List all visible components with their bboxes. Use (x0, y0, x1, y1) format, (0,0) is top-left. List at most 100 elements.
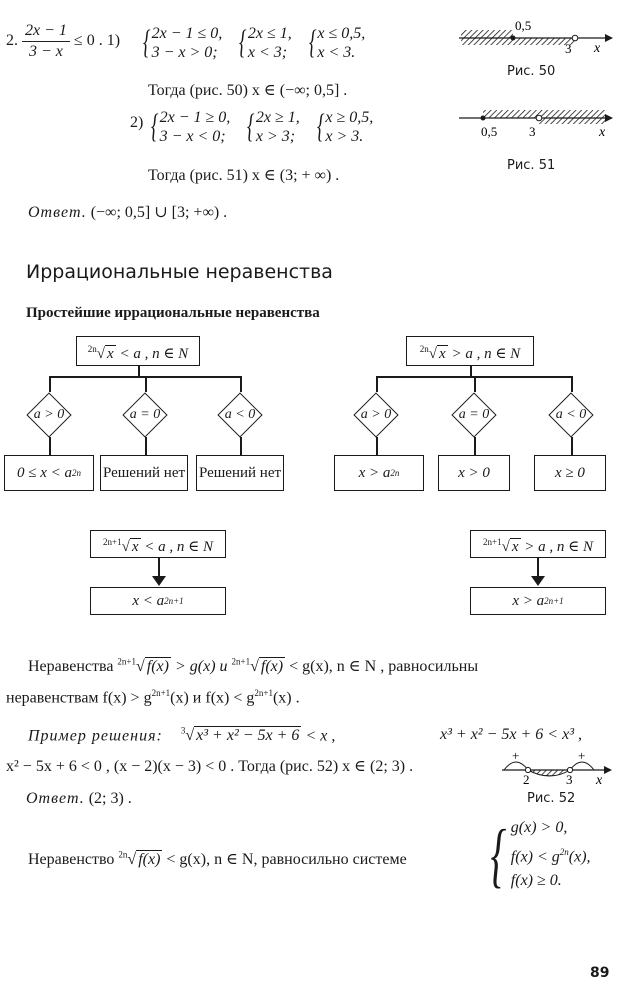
point-label: 3 (565, 41, 572, 56)
axis-label: x (593, 41, 601, 56)
axis-label: x (598, 125, 606, 140)
point-label: 3 (529, 124, 536, 139)
system-a: { 2x − 1 ≤ 0,3 − x > 0; (143, 24, 223, 61)
diagram1-condition-diamond: a > 0 (27, 393, 71, 437)
paragraph-2: Неравенство 2n√f(x) < g(x), n ∈ N, равно… (28, 849, 407, 868)
connector (571, 437, 573, 455)
problem-number: 2. (6, 32, 18, 50)
answer-value: (−∞; 0,5] ∪ [3; +∞) . (90, 204, 228, 221)
sign-label: − (545, 768, 552, 783)
arrow-down-icon (531, 576, 545, 586)
case1-systems: { 2x − 1 ≤ 0,3 − x > 0; { 2x ≤ 1,x < 3; … (140, 24, 365, 62)
connector (49, 376, 51, 392)
point-label: 0,5 (515, 18, 531, 33)
paragraph-2-system: { g(x) > 0, f(x) < g2n(x), f(x) ≥ 0. (490, 814, 591, 895)
answer-label: Ответ. (26, 790, 85, 807)
connector (240, 376, 242, 392)
example-line-2: x² − 5x + 6 < 0 , (x − 2)(x − 3) < 0 . Т… (6, 758, 414, 775)
diagram2-condition-diamond: a < 0 (549, 393, 593, 437)
axis-label: x (595, 773, 603, 786)
point-open (566, 766, 574, 774)
system-a: { 2x − 1 ≥ 0,3 − x < 0; (151, 108, 231, 145)
point-label: 3 (566, 772, 573, 786)
answer-label: Ответ. (28, 204, 87, 221)
connector (571, 376, 573, 392)
arrow-down-icon (152, 576, 166, 586)
connector (145, 437, 147, 455)
connector (537, 558, 539, 580)
condition-hatch (483, 110, 605, 118)
system-c: { x ≥ 0,5,x > 3. (316, 108, 374, 145)
arrow-icon (605, 34, 613, 42)
point-open (571, 34, 579, 42)
diagram1-condition-diamond: a = 0 (123, 393, 167, 437)
condition-hatch (461, 38, 575, 45)
system-b: { 2x ≤ 1,x < 3; (239, 24, 292, 61)
arrow-icon (605, 114, 613, 122)
connector (49, 437, 51, 455)
case2-result: Тогда (рис. 51) x ∈ (3; + ∞) . (148, 167, 340, 184)
fraction: 2x − 1 3 − x (22, 22, 70, 61)
diagram1-condition-diamond: a < 0 (218, 393, 262, 437)
connector (376, 437, 378, 455)
figure-51-number-line: 0,5 3 x (459, 110, 613, 140)
solution-hatch (527, 769, 571, 777)
point-closed (480, 115, 486, 121)
answer-value: (2; 3) . (88, 790, 132, 807)
figure-52-caption: Рис. 52 (527, 791, 576, 806)
arrow-icon (604, 766, 612, 774)
diagram1-result-box: Решений нет (100, 455, 188, 491)
problem-2-header: 2. 2x − 1 3 − x ≤ 0 . 1) (6, 22, 121, 61)
paragraph-1-line-1: Неравенства 2n+1√f(x) > g(x) и 2n+1√f(x)… (28, 656, 479, 675)
system-b: { 2x ≥ 1,x > 3; (247, 108, 300, 145)
sign-label: + (512, 750, 519, 763)
connector (158, 558, 160, 580)
point-label: 0,5 (481, 124, 497, 139)
connector (49, 376, 240, 378)
sign-arc (569, 761, 595, 771)
connector (138, 366, 140, 376)
point-closed (510, 35, 516, 41)
answer-2: Ответ. (2; 3) . (26, 790, 132, 808)
figure-51-caption: Рис. 51 (507, 158, 556, 173)
connector (470, 366, 472, 376)
page-number: 89 (590, 965, 610, 981)
connector (474, 376, 476, 392)
system-c: { x ≤ 0,5,x < 3. (308, 24, 366, 61)
case1-result: Тогда (рис. 50) x ∈ (−∞; 0,5] . (148, 82, 348, 99)
figure-52-number-line: + − + 2 3 x (502, 750, 612, 786)
section-title: Иррациональные неравенства (26, 261, 333, 283)
sign-arc (503, 761, 529, 771)
answer-1: Ответ. (−∞; 0,5] ∪ [3; +∞) . (28, 202, 227, 222)
diagram1-result-box: Решений нет (196, 455, 284, 491)
figure-50-caption: Рис. 50 (507, 64, 556, 79)
sign-label: + (578, 750, 585, 763)
connector (474, 437, 476, 455)
point-open (535, 114, 543, 122)
diagram2-result-box: x > 0 (438, 455, 510, 491)
diagram4-root-box: 2n+1√x > a , n ∈ N (470, 530, 606, 558)
diagram3-root-box: 2n+1√x < a , n ∈ N (90, 530, 226, 558)
connector (240, 437, 242, 455)
subsection-title: Простейшие иррациональные неравенства (26, 305, 320, 321)
diagram2-root-box: 2n√x > a , n ∈ N (406, 336, 534, 366)
figure-50-number-line: 0,5 3 x (459, 18, 613, 56)
diagram2-condition-diamond: a > 0 (354, 393, 398, 437)
connector (376, 376, 378, 392)
solution-hatch (461, 30, 513, 38)
paragraph-1-line-2: неравенствам f(x) > g2n+1(x) и f(x) < g2… (6, 688, 300, 707)
point-open (524, 766, 532, 774)
diagram1-root-box: 2n√x < a , n ∈ N (76, 336, 200, 366)
example-label: Пример решения: (28, 727, 163, 745)
diagram2-condition-diamond: a = 0 (452, 393, 496, 437)
diagram2-result-box: x ≥ 0 (534, 455, 606, 491)
solution-hatch (539, 118, 605, 124)
example-equation: x³ + x² − 5x + 6 < x³ , (440, 726, 582, 743)
connector (376, 376, 571, 378)
case2-label: 2) (130, 114, 144, 131)
case2-systems: { 2x − 1 ≥ 0,3 − x < 0; { 2x ≥ 1,x > 3; … (148, 108, 373, 146)
connector (145, 376, 147, 392)
